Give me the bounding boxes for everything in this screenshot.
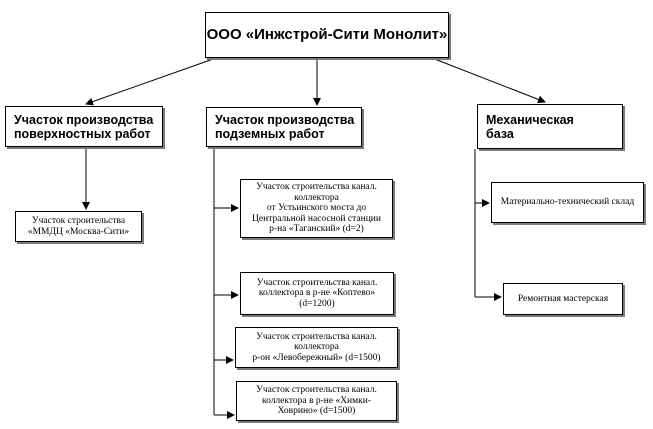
arrow-root-to-mechanical bbox=[431, 57, 546, 104]
unit-materials-warehouse: Материально-технический склад bbox=[491, 182, 644, 223]
site-moscow-city: Участок строительства «ММДЦ «Москва-Сити… bbox=[15, 211, 142, 242]
org-root-box: ООО «Инжстрой-Сити Монолит» bbox=[205, 12, 449, 58]
site-koptevo-collector: Участок строительства канал. коллектора … bbox=[240, 272, 394, 315]
site-khimki-khovrino-collector: Участок строительства канал. коллектора … bbox=[236, 381, 397, 421]
site-levoberezhny-collector: Участок строительства канал. коллектора … bbox=[235, 327, 398, 368]
dept-mechanical-base: Механическая база bbox=[477, 104, 623, 149]
site-tagansky-collector: Участок строительства канал. коллектора … bbox=[240, 179, 393, 238]
dept-surface-works: Участок производства поверхностных работ bbox=[5, 106, 163, 147]
arrow-root-to-surface bbox=[85, 57, 217, 106]
dept-underground-works: Участок производства подземных работ bbox=[206, 107, 362, 147]
unit-repair-workshop: Ремонтная мастерская bbox=[503, 283, 623, 315]
